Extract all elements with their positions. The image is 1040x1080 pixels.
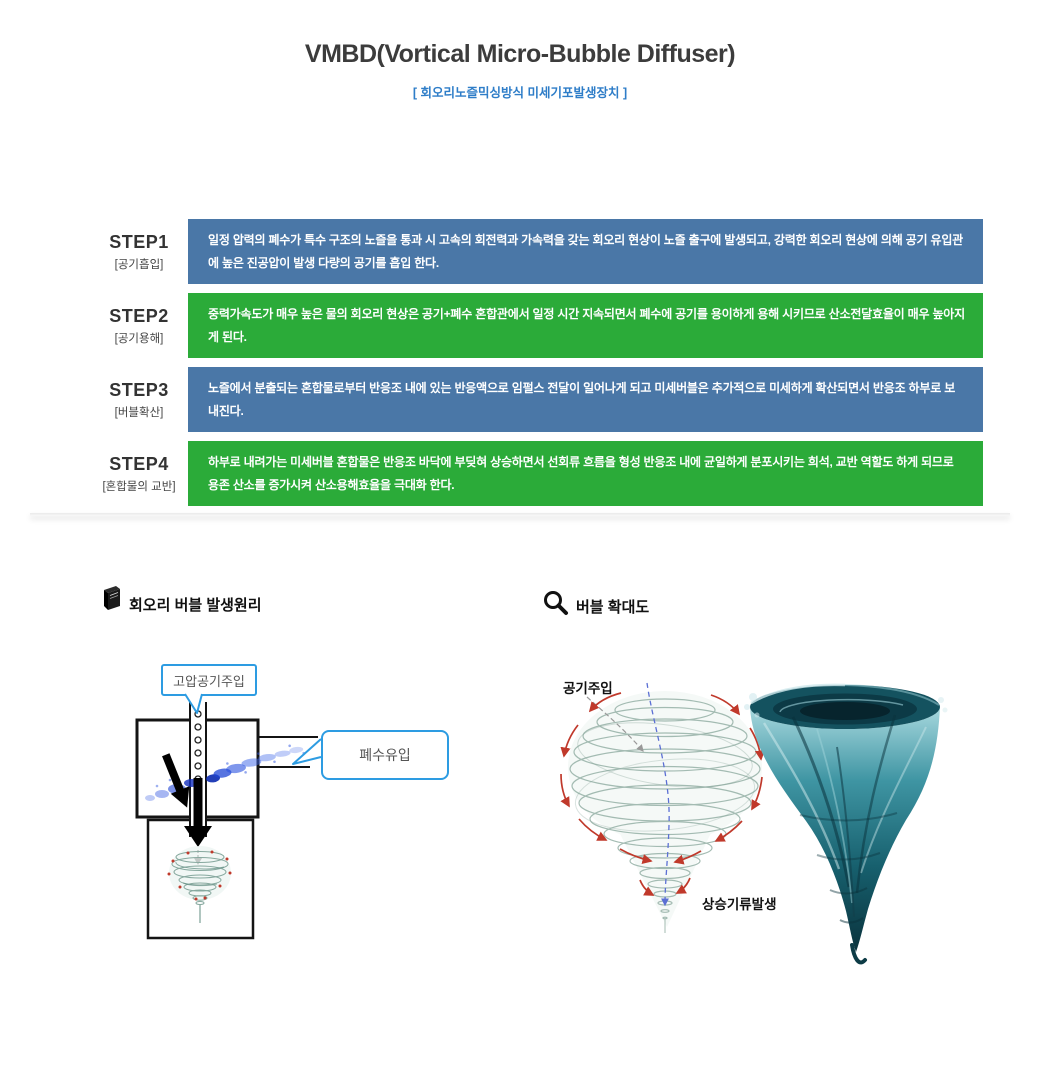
step-banner-4: STEP4 [혼합물의 교반] 하부로 내려가는 미세버블 혼합물은 반응조 바… — [90, 441, 983, 506]
step-number: STEP3 — [109, 379, 169, 400]
step-description: 일정 압력의 폐수가 특수 구조의 노즐을 통과 시 고속의 회전력과 가속력을… — [188, 219, 983, 284]
callout-high-pressure-air: 고압공기주입 — [161, 664, 257, 696]
step-number: STEP2 — [109, 305, 169, 326]
step-head: STEP4 [혼합물의 교반] — [90, 441, 188, 506]
step-label: [공기용해] — [114, 332, 164, 345]
mini-vortex-red-dots — [167, 850, 232, 901]
book-icon — [104, 586, 120, 610]
step-label: [공기흡입] — [114, 258, 164, 271]
step-banner-3: STEP3 [버블확산] 노즐에서 분출되는 혼합물로부터 반응조 내에 있는 … — [90, 367, 983, 432]
mini-vortex — [167, 846, 232, 923]
step-head: STEP3 [버블확산] — [90, 367, 188, 432]
page-title: VMBD(Vortical Micro-Bubble Diffuser) — [304, 40, 736, 68]
magnifier-icon — [544, 591, 568, 615]
downflow-arrows — [162, 753, 212, 865]
step-number: STEP4 — [109, 453, 169, 474]
step-description: 중력가속도가 매우 높은 물의 회오리 현상은 공기+폐수 혼합관에서 일정 시… — [188, 293, 983, 358]
photo-vortex — [744, 683, 948, 965]
bubble-magnified-diagram — [560, 682, 948, 965]
magnified-heading: 버블 확대도 — [576, 599, 650, 616]
step-label: [버블확산] — [114, 406, 164, 419]
step-description: 노즐에서 분출되는 혼합물로부터 반응조 내에 있는 반응액으로 임펄스 전달이… — [188, 367, 983, 432]
steps-section: STEP1 [공기흡입] 일정 압력의 폐수가 특수 구조의 노즐을 통과 시 … — [90, 219, 983, 515]
reactor-chambers — [135, 718, 318, 940]
callout-tails — [184, 693, 322, 765]
section-divider — [30, 513, 1010, 516]
principle-diagram — [135, 693, 322, 940]
step-banner-1: STEP1 [공기흡입] 일정 압력의 폐수가 특수 구조의 노즐을 통과 시 … — [90, 219, 983, 284]
step-banner-2: STEP2 [공기용해] 중력가속도가 매우 높은 물의 회오리 현상은 공기+… — [90, 293, 983, 358]
callout-wastewater-inflow: 폐수유입 — [321, 730, 449, 780]
step-description: 하부로 내려가는 미세버블 혼합물은 반응조 바닥에 부딪혀 상승하면서 선회류… — [188, 441, 983, 506]
step-head: STEP1 [공기흡입] — [90, 219, 188, 284]
label-updraft: 상승기류발생 — [702, 897, 777, 912]
rotation-arrows — [560, 692, 766, 896]
label-air-inject: 공기주입 — [563, 681, 613, 696]
principle-heading: 회오리 버블 발생원리 — [129, 597, 262, 614]
step-head: STEP2 [공기용해] — [90, 293, 188, 358]
step-label: [혼합물의 교반] — [102, 480, 176, 493]
step-number: STEP1 — [109, 231, 169, 252]
page-subtitle: [ 회오리노즐믹싱방식 미세기포발생장치 ] — [412, 86, 628, 100]
